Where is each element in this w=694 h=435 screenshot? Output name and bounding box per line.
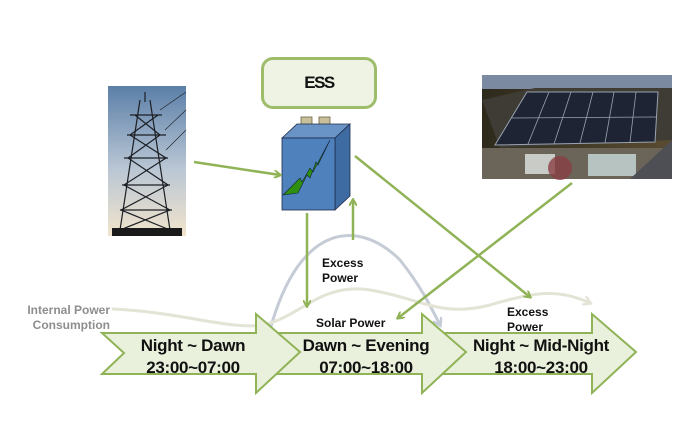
phase-1-name: Night ~ Dawn <box>140 336 246 355</box>
internal-power-label-line1: Internal Power <box>27 303 110 317</box>
excess-power-right-line1: Excess <box>507 305 549 319</box>
ess-label: ESS <box>304 73 335 92</box>
phase-2-text: Dawn ~ Evening 07:00~18:00 <box>286 335 446 379</box>
internal-consumption-curve <box>111 287 590 328</box>
ess-to-midnight-arrow <box>354 155 530 297</box>
phase-arrow-1 <box>99 311 302 396</box>
internal-power-label: Internal Power Consumption <box>6 303 110 333</box>
phase-3-name: Night ~ Mid-Night <box>472 336 610 355</box>
excess-power-label-right: Excess Power <box>507 305 548 335</box>
phase-2-time: 07:00~18:00 <box>319 358 413 377</box>
transmission-tower-image <box>108 86 187 236</box>
solar-power-label: Solar Power <box>316 316 386 330</box>
battery-icon <box>280 116 352 211</box>
phase-3-time: 18:00~23:00 <box>494 358 588 377</box>
phase-3-text: Night ~ Mid-Night 18:00~23:00 <box>456 335 626 379</box>
phase-arrows <box>99 311 638 396</box>
phase-1-time: 23:00~07:00 <box>146 358 240 377</box>
excess-power-mid-line2: Power <box>322 271 359 285</box>
excess-power-mid-line1: Excess <box>322 256 364 270</box>
phase-1-text: Night ~ Dawn 23:00~07:00 <box>118 335 268 379</box>
phase-2-name: Dawn ~ Evening <box>302 336 430 355</box>
solar-house-image <box>482 75 672 180</box>
excess-power-label-mid: Excess Power <box>322 256 363 286</box>
internal-power-label-line2: Consumption <box>32 318 110 332</box>
grid-to-ess-arrow <box>193 160 280 175</box>
excess-power-curve <box>268 234 440 331</box>
solar-to-daytime-arrow <box>398 182 573 318</box>
excess-power-right-line2: Power <box>507 320 544 334</box>
ess-label-box: ESS <box>261 57 377 109</box>
